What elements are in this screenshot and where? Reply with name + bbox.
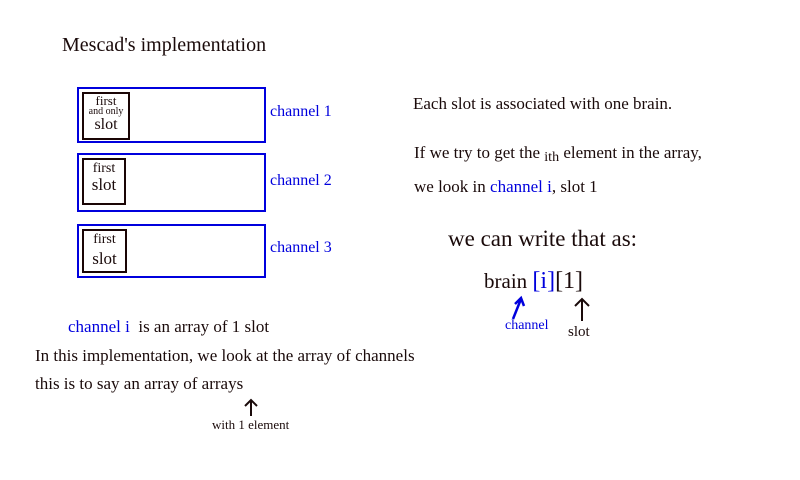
text: we look in bbox=[414, 177, 491, 196]
channel-3-label: channel 3 bbox=[270, 239, 332, 256]
slot-arrow-icon bbox=[574, 297, 590, 321]
expression: brain [i][1] bbox=[484, 268, 583, 295]
explanation-line-3: we look in channel i, slot 1 bbox=[414, 177, 598, 197]
channel-label: channel bbox=[505, 318, 549, 333]
channel-arrow-icon bbox=[511, 295, 526, 320]
channel-i-text: channel i bbox=[68, 317, 130, 336]
text: , slot 1 bbox=[551, 177, 598, 196]
channel-i-text: channel i bbox=[490, 177, 552, 196]
expr-channel-index: [i] bbox=[532, 268, 556, 294]
heading-write-as: we can write that as: bbox=[448, 226, 638, 251]
slot-text: and only bbox=[88, 106, 124, 117]
note-with-1-element: with 1 element bbox=[212, 417, 290, 432]
text: If we try to get the bbox=[414, 143, 545, 162]
slot-label: slot bbox=[568, 324, 590, 340]
expr-slot-index: [1] bbox=[555, 268, 584, 294]
bottom-line-3: this is to say an array of arrays bbox=[35, 374, 244, 393]
slot-box: first slot bbox=[82, 229, 127, 273]
channel-2-box: first slot bbox=[77, 153, 266, 212]
expr-brain: brain bbox=[484, 269, 533, 293]
page-title: Mescad's implementation bbox=[62, 34, 267, 56]
slot-text: slot bbox=[92, 249, 117, 268]
slot-text: first bbox=[95, 93, 117, 108]
explanation-line-1: Each slot is associated with one brain. bbox=[413, 94, 673, 113]
channel-3-box: first slot bbox=[77, 224, 266, 278]
channel-2-label: channel 2 bbox=[270, 172, 332, 189]
text: is an array of 1 slot bbox=[138, 317, 270, 336]
channel-1-label: channel 1 bbox=[270, 103, 332, 120]
slot-text: first bbox=[93, 232, 116, 247]
up-arrow-icon bbox=[244, 398, 258, 416]
channel-1-box: first and only slot bbox=[77, 87, 266, 143]
slot-text: slot bbox=[91, 175, 117, 194]
slot-text: slot bbox=[94, 116, 118, 133]
slot-box: first slot bbox=[82, 158, 126, 205]
bottom-line-2: In this implementation, we look at the a… bbox=[35, 346, 415, 365]
slot-text: first bbox=[92, 161, 116, 176]
slot-box: first and only slot bbox=[82, 92, 130, 140]
explanation-line-2: If we try to get the ith element in the … bbox=[414, 143, 702, 166]
text: element in the array, bbox=[559, 143, 702, 162]
subscript-ith: ith bbox=[544, 150, 560, 165]
bottom-line-1: channel i is an array of 1 slot bbox=[68, 317, 269, 337]
